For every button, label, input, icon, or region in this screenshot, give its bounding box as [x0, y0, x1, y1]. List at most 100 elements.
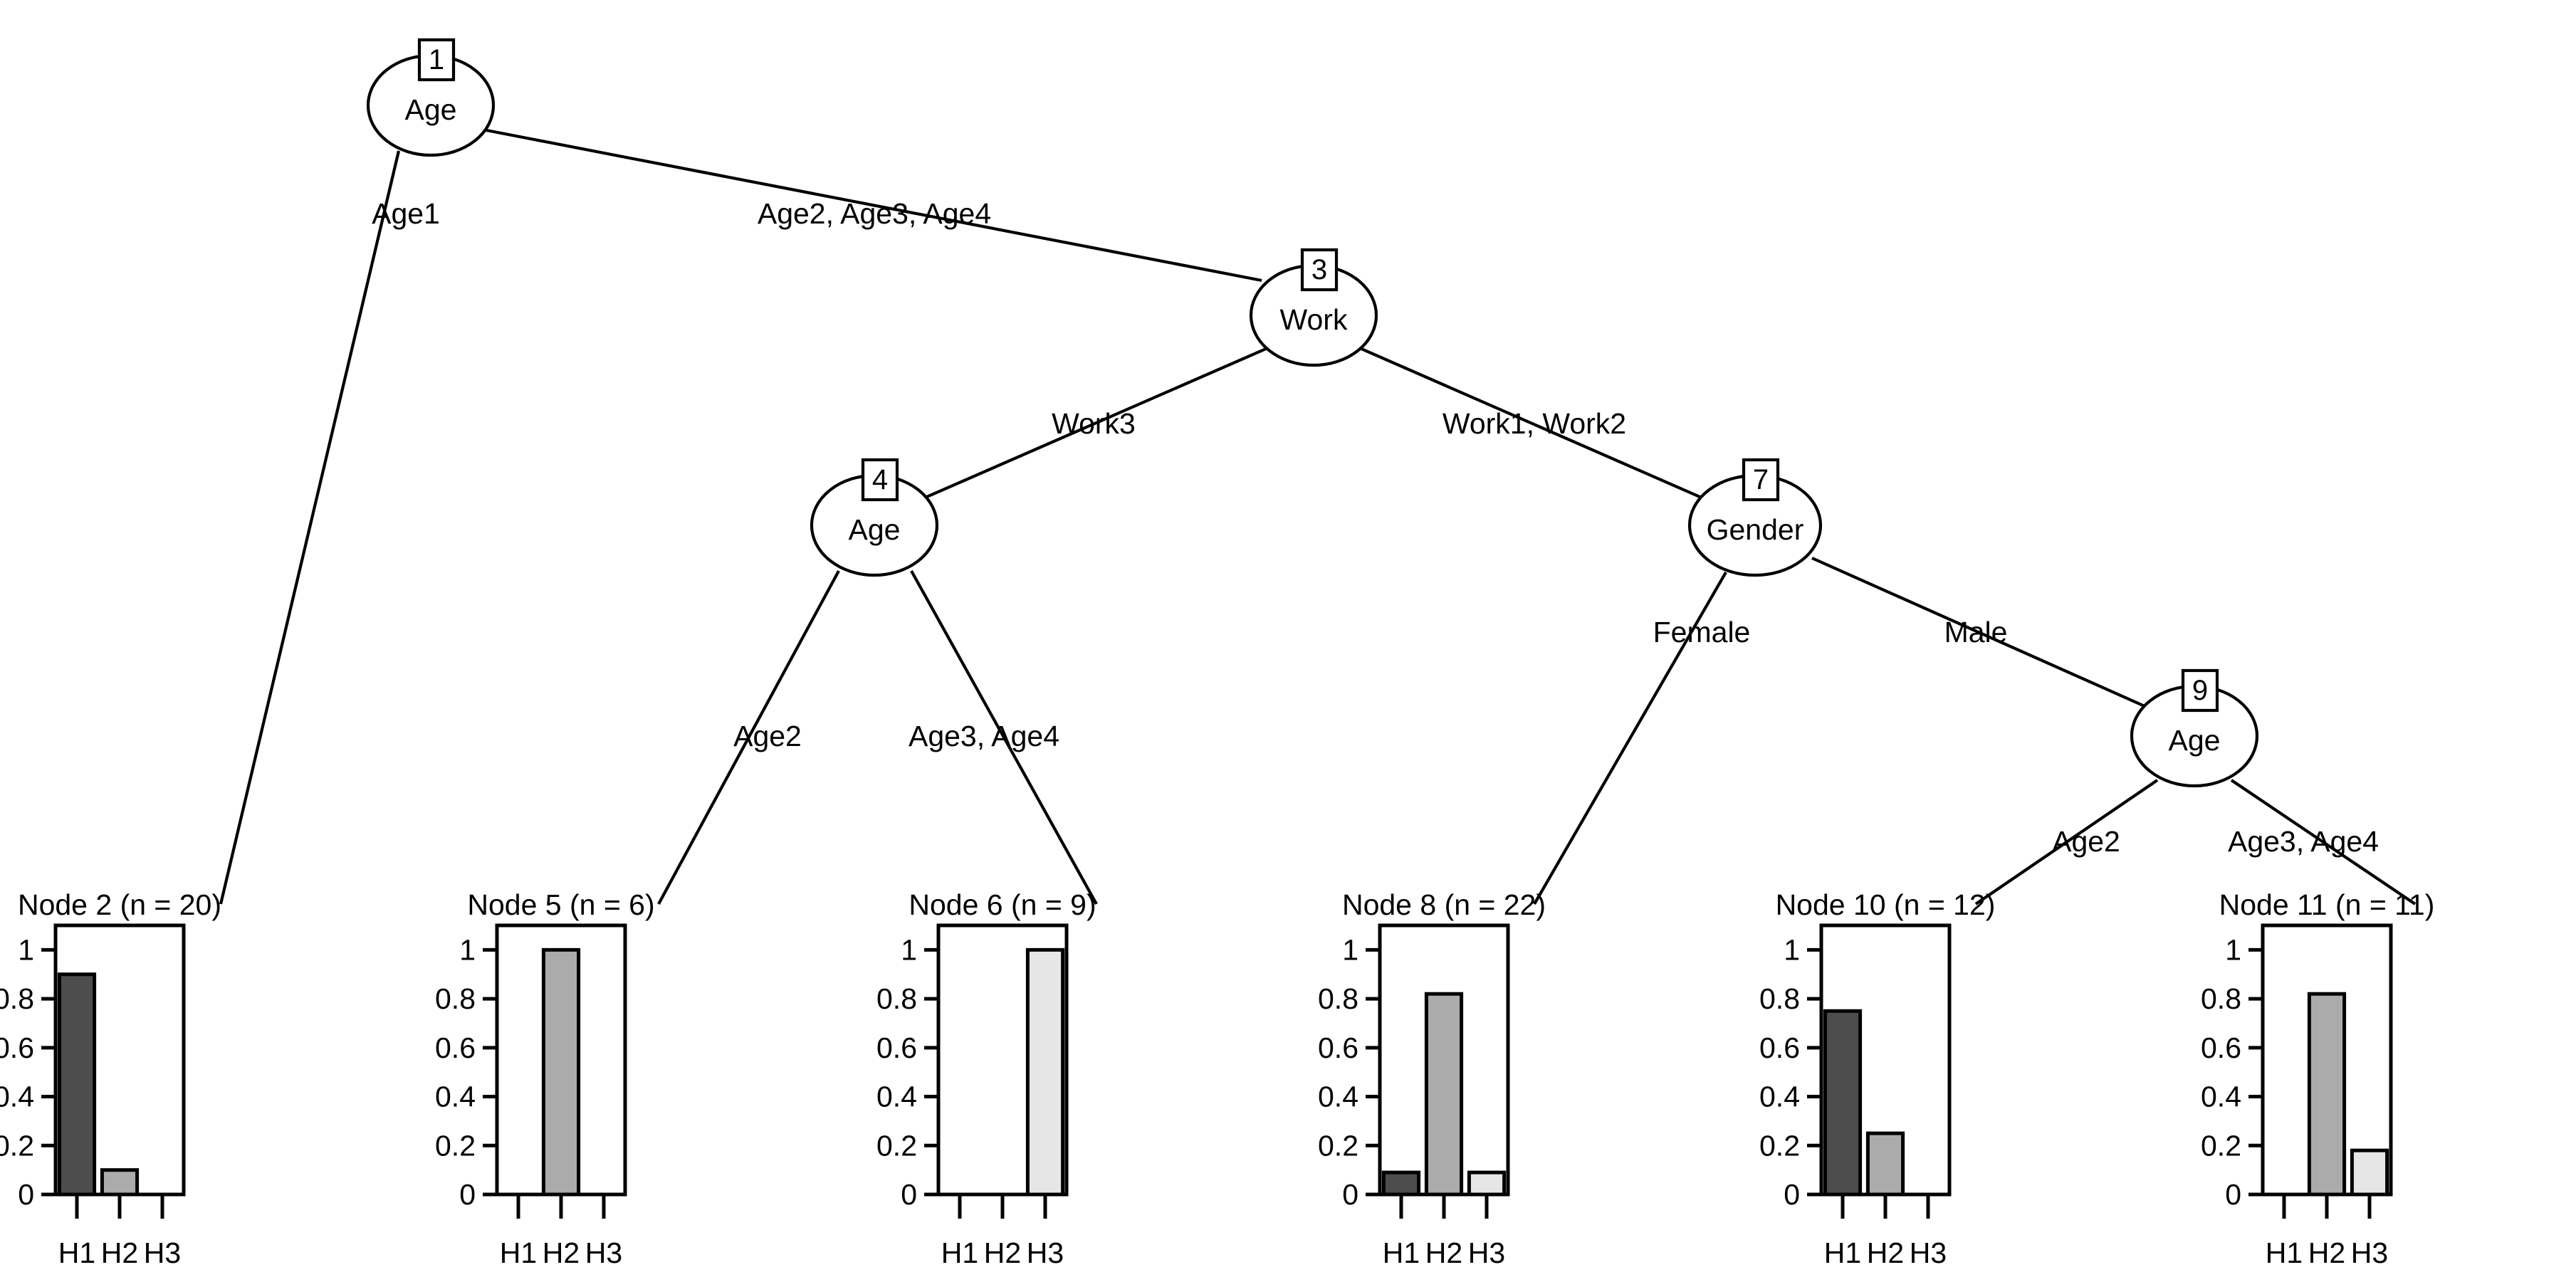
panel-title-11: Node 11 (n = 11)	[2219, 888, 2435, 921]
tree-edge-7-8	[1533, 571, 1727, 905]
y-tick-label-5-5: 1	[459, 933, 476, 966]
y-tick-label-11-3: 0.6	[2201, 1031, 2241, 1064]
node-id-box-9	[2181, 668, 2219, 713]
y-tick-label-10-5: 1	[1784, 933, 1800, 966]
tree-edge-3-7	[1361, 347, 1704, 500]
y-tick-label-8-1: 0.2	[1318, 1129, 1358, 1162]
edge-label-9-10: Age2	[2052, 825, 2120, 858]
y-tick-label-8-3: 0.6	[1318, 1031, 1358, 1064]
node-id-box-1	[417, 38, 456, 82]
x-tick-label-11-H3: H3	[2351, 1236, 2388, 1269]
y-tick-label-11-0: 0	[2225, 1178, 2241, 1211]
y-tick-label-8-0: 0	[1342, 1178, 1358, 1211]
y-tick-label-5-1: 0.2	[435, 1129, 476, 1162]
panel-title-5: Node 5 (n = 6)	[467, 888, 654, 921]
y-tick-label-5-2: 0.4	[435, 1081, 476, 1113]
y-tick-label-6-0: 0	[901, 1178, 917, 1211]
x-tick-label-2-H2: H2	[101, 1236, 138, 1269]
y-tick-label-2-2: 0.4	[0, 1081, 34, 1113]
tree-edge-9-10	[1974, 779, 2159, 905]
y-tick-label-11-4: 0.8	[2201, 982, 2241, 1015]
bar-11-H3	[2350, 1148, 2389, 1197]
bar-6-H3	[1025, 947, 1065, 1197]
bar-8-H3	[1467, 1170, 1507, 1197]
bar-10-H1	[1823, 1009, 1863, 1197]
x-tick-label-11-H1: H1	[2266, 1236, 2303, 1269]
edge-label-3-7: Work1, Work2	[1443, 407, 1626, 440]
bar-5-H2	[541, 947, 581, 1197]
y-tick-label-11-2: 0.4	[2201, 1081, 2241, 1113]
tree-edge-1-2	[219, 150, 401, 905]
y-tick-label-6-2: 0.4	[876, 1081, 917, 1113]
x-tick-label-5-H2: H2	[543, 1236, 580, 1269]
y-tick-label-8-2: 0.4	[1318, 1081, 1358, 1113]
y-tick-label-10-4: 0.8	[1759, 982, 1800, 1015]
y-tick-label-10-1: 0.2	[1759, 1129, 1800, 1162]
tree-edge-4-5	[657, 570, 840, 905]
edge-label-1-2: Age1	[372, 197, 440, 230]
y-tick-label-2-1: 0.2	[0, 1129, 34, 1162]
node-id-box-4	[861, 458, 899, 502]
y-tick-label-10-3: 0.6	[1759, 1031, 1800, 1064]
x-tick-label-10-H1: H1	[1824, 1236, 1861, 1269]
edge-label-7-8: Female	[1653, 616, 1751, 648]
y-tick-label-8-5: 1	[1342, 933, 1358, 966]
node-id-label-7: 7	[1753, 464, 1769, 495]
y-tick-label-10-2: 0.4	[1759, 1081, 1800, 1113]
bar-2-H2	[100, 1168, 140, 1197]
bar-8-H2	[1424, 992, 1464, 1197]
x-tick-label-5-H1: H1	[500, 1236, 537, 1269]
y-tick-label-2-4: 0.8	[0, 982, 34, 1015]
edge-label-3-4: Work3	[1052, 407, 1136, 440]
x-tick-label-6-H3: H3	[1027, 1236, 1064, 1269]
node-variable-label-1: Age	[405, 93, 457, 126]
bar-2-H1	[57, 972, 97, 1197]
panel-title-2: Node 2 (n = 20)	[18, 888, 221, 921]
y-tick-label-6-3: 0.6	[876, 1031, 917, 1064]
x-tick-label-2-H3: H3	[144, 1236, 181, 1269]
node-id-label-3: 3	[1311, 254, 1327, 285]
bar-10-H2	[1865, 1131, 1905, 1197]
node-id-box-7	[1742, 458, 1780, 502]
edge-label-7-9: Male	[1944, 616, 2008, 648]
tree-edges-layer	[219, 127, 2417, 905]
x-tick-label-8-H2: H2	[1425, 1236, 1462, 1269]
edge-label-1-3: Age2, Age3, Age4	[758, 197, 991, 230]
y-tick-label-10-0: 0	[1784, 1178, 1800, 1211]
x-tick-label-2-H1: H1	[58, 1236, 95, 1269]
y-tick-label-5-3: 0.6	[435, 1031, 476, 1064]
node-id-label-4: 4	[872, 464, 888, 495]
y-tick-label-6-5: 1	[901, 933, 917, 966]
x-tick-label-8-H1: H1	[1383, 1236, 1420, 1269]
x-tick-label-8-H3: H3	[1468, 1236, 1505, 1269]
x-tick-label-11-H2: H2	[2308, 1236, 2345, 1269]
node-variable-label-7: Gender	[1707, 513, 1804, 546]
tree-edge-9-11	[2230, 779, 2417, 905]
node-variable-label-4: Age	[849, 513, 901, 546]
x-tick-label-6-H1: H1	[941, 1236, 978, 1269]
tree-edge-7-9	[1811, 557, 2145, 708]
y-tick-label-8-4: 0.8	[1318, 982, 1358, 1015]
panel-title-6: Node 6 (n = 9)	[909, 888, 1096, 921]
y-tick-label-11-1: 0.2	[2201, 1129, 2241, 1162]
y-tick-label-2-5: 1	[18, 933, 34, 966]
x-tick-label-6-H2: H2	[984, 1236, 1021, 1269]
node-variable-label-3: Work	[1280, 303, 1348, 336]
panel-title-8: Node 8 (n = 22)	[1342, 888, 1546, 921]
y-tick-label-6-4: 0.8	[876, 982, 917, 1015]
